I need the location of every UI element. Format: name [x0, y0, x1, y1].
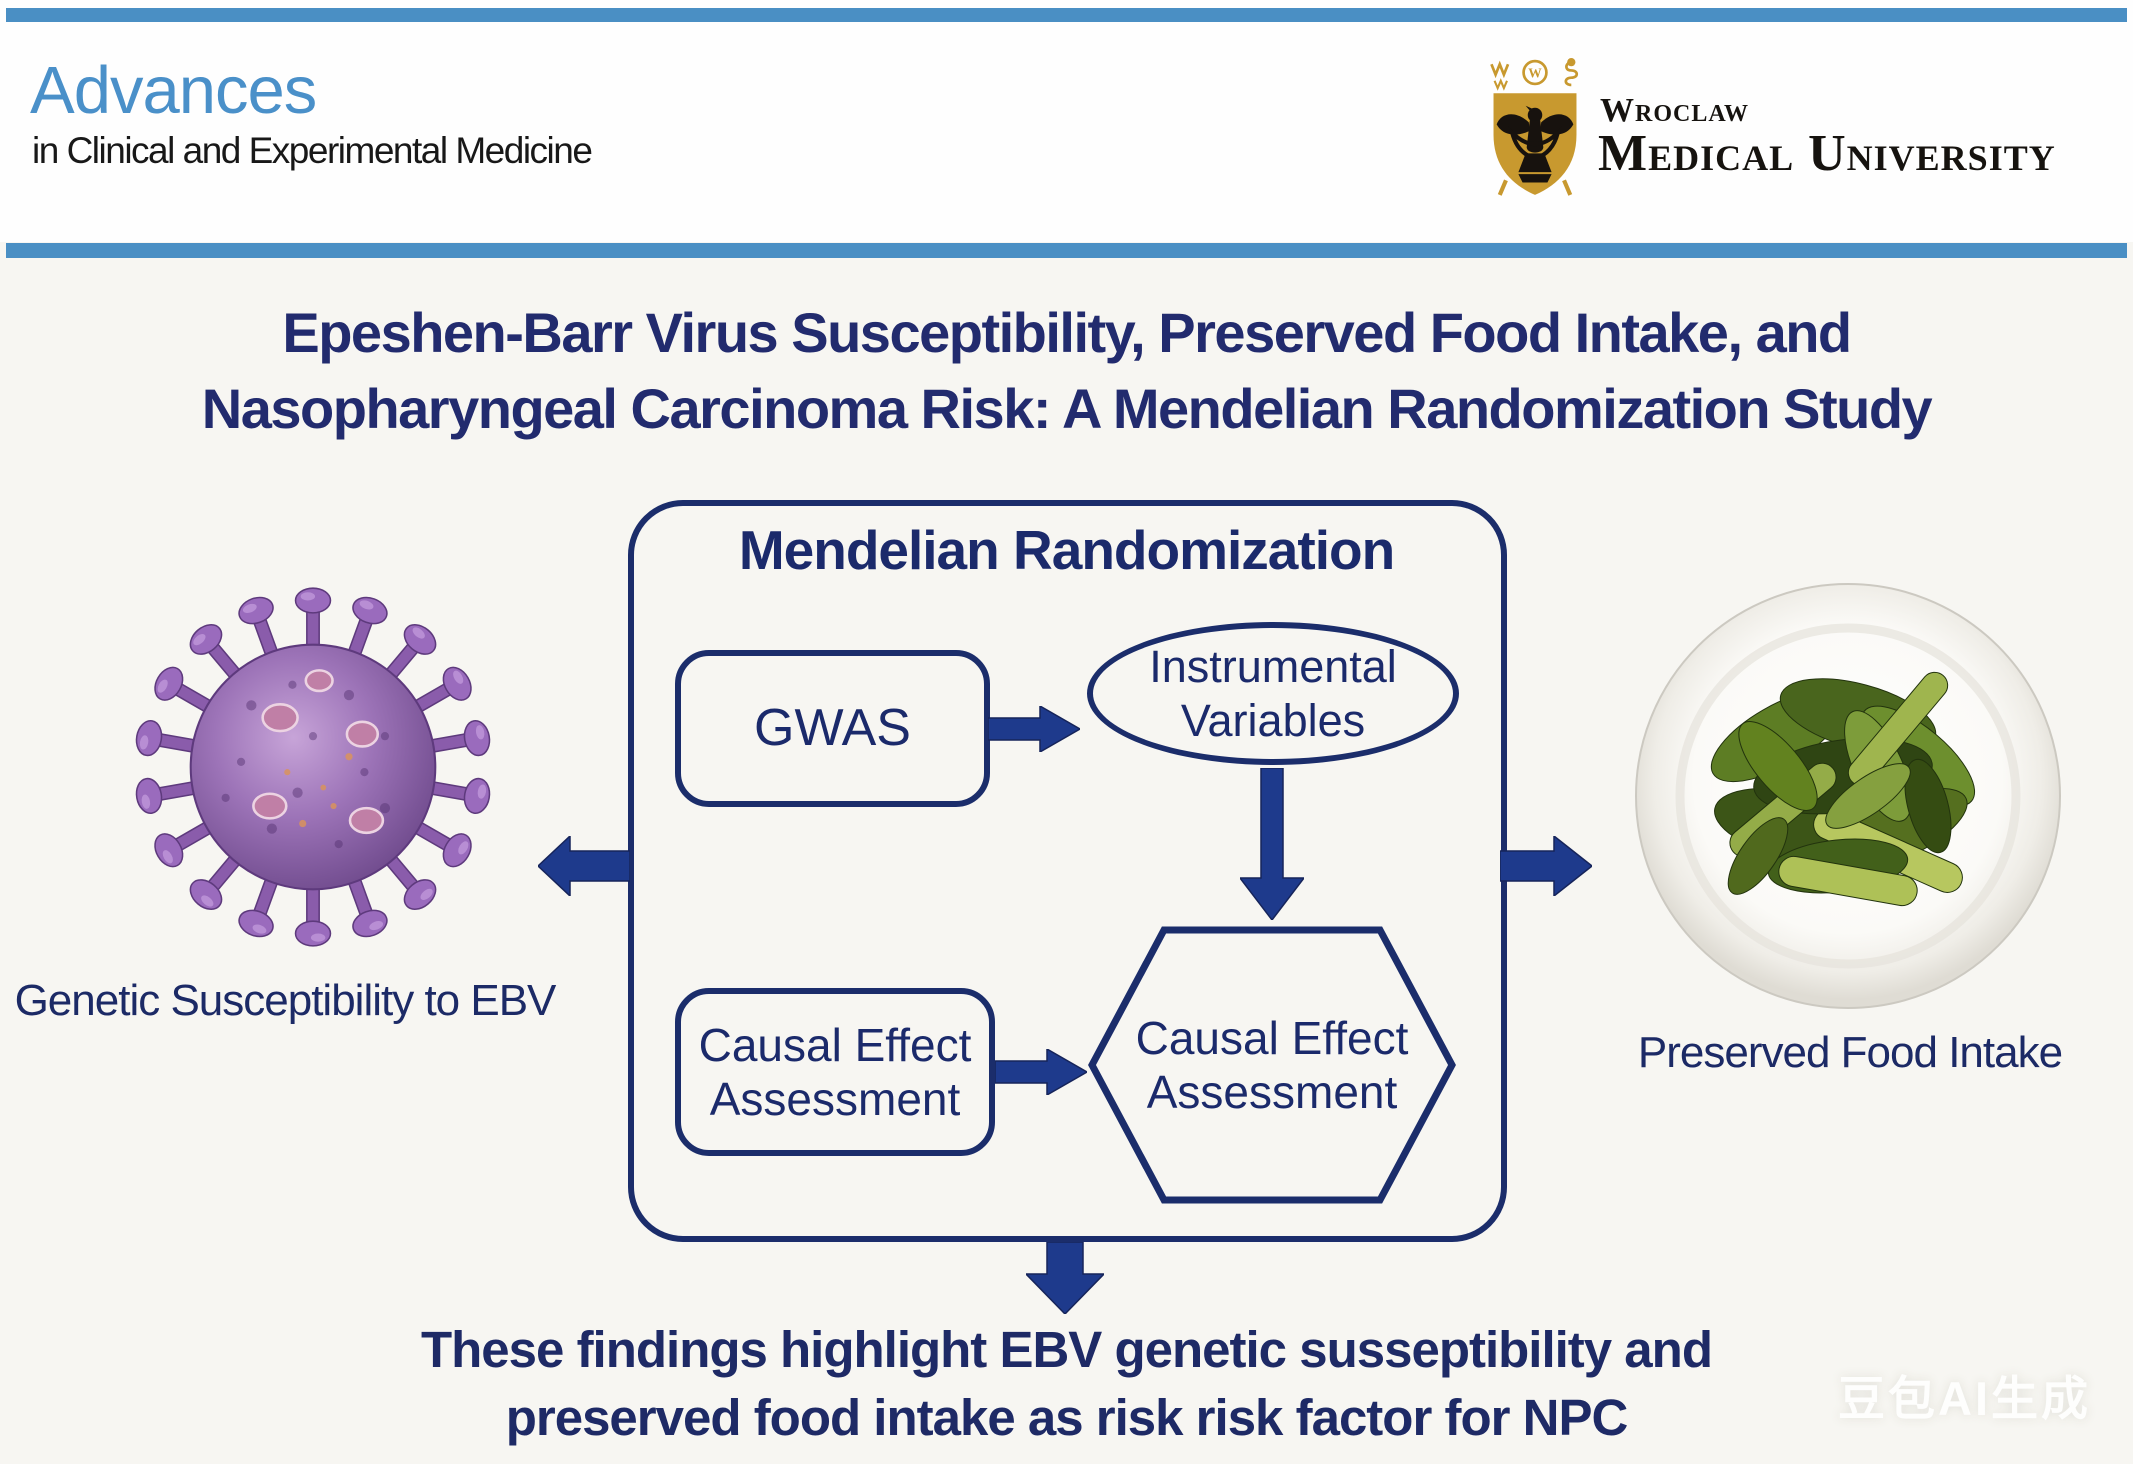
causal-box-line1: Causal Effect [698, 1018, 972, 1071]
preserved-food-plate-image [1635, 583, 2061, 1009]
instrumental-variables-node: Instrumental Variables [1087, 622, 1459, 765]
top-blue-bar [6, 8, 2127, 22]
iv-label-line1: Instrumental [1149, 641, 1397, 693]
university-name-line1: Wroclaw [1600, 92, 1750, 129]
causal-box-line2: Assessment [709, 1073, 961, 1125]
ebv-label: Genetic Susceptibility to EBV [14, 976, 557, 1025]
journal-subtitle: in Clinical and Experimental Medicine [32, 130, 593, 171]
gwas-label: GWAS [754, 698, 911, 757]
journal-title: Advances [30, 53, 317, 128]
arrow-gwas-to-iv-icon [988, 706, 1080, 752]
study-title-line2: Nasopharyngeal Carcinoma Risk: A Mendeli… [201, 377, 1933, 440]
ebv-virus-image [133, 587, 493, 947]
journal-header: Advances in Clinical and Experimental Me… [0, 0, 2133, 242]
hexagon-line2: Assessment [1146, 1066, 1398, 1118]
ai-watermark: 豆包AI生成 [1838, 1372, 2091, 1425]
study-title-line1: Epeshen-Barr Virus Susceptibility, Prese… [282, 301, 1852, 364]
arrow-causal-to-hexagon-icon [995, 1049, 1087, 1095]
svg-text:W: W [1528, 66, 1542, 81]
causal-effect-box-node: Causal Effect Assessment [675, 988, 995, 1156]
conclusion-line2: preserved food intake as risk risk facto… [505, 1389, 1629, 1446]
preserved-food-label: Preserved Food Intake [1637, 1028, 2063, 1077]
causal-effect-hexagon-node: Causal Effect Assessment [1088, 926, 1456, 1204]
conclusion-line1: These findings highlight EBV genetic sus… [421, 1321, 1713, 1378]
arrow-to-food-icon [1500, 836, 1592, 896]
causal-effect-hexagon-shape [1088, 926, 1456, 1204]
iv-label-line2: Variables [1180, 694, 1366, 746]
arrow-iv-to-hexagon-icon [1240, 768, 1304, 920]
university-name-line2: Medical University [1598, 125, 2056, 182]
arrow-to-conclusion-icon [1026, 1242, 1104, 1314]
gwas-node: GWAS [675, 650, 990, 807]
arrow-to-ebv-icon [538, 836, 630, 896]
hexagon-line1: Causal Effect [1135, 1011, 1409, 1064]
university-crest-icon: W [1490, 58, 1579, 196]
panel-title: Mendelian Randomization [738, 519, 1395, 581]
header-divider-bar [6, 243, 2127, 258]
